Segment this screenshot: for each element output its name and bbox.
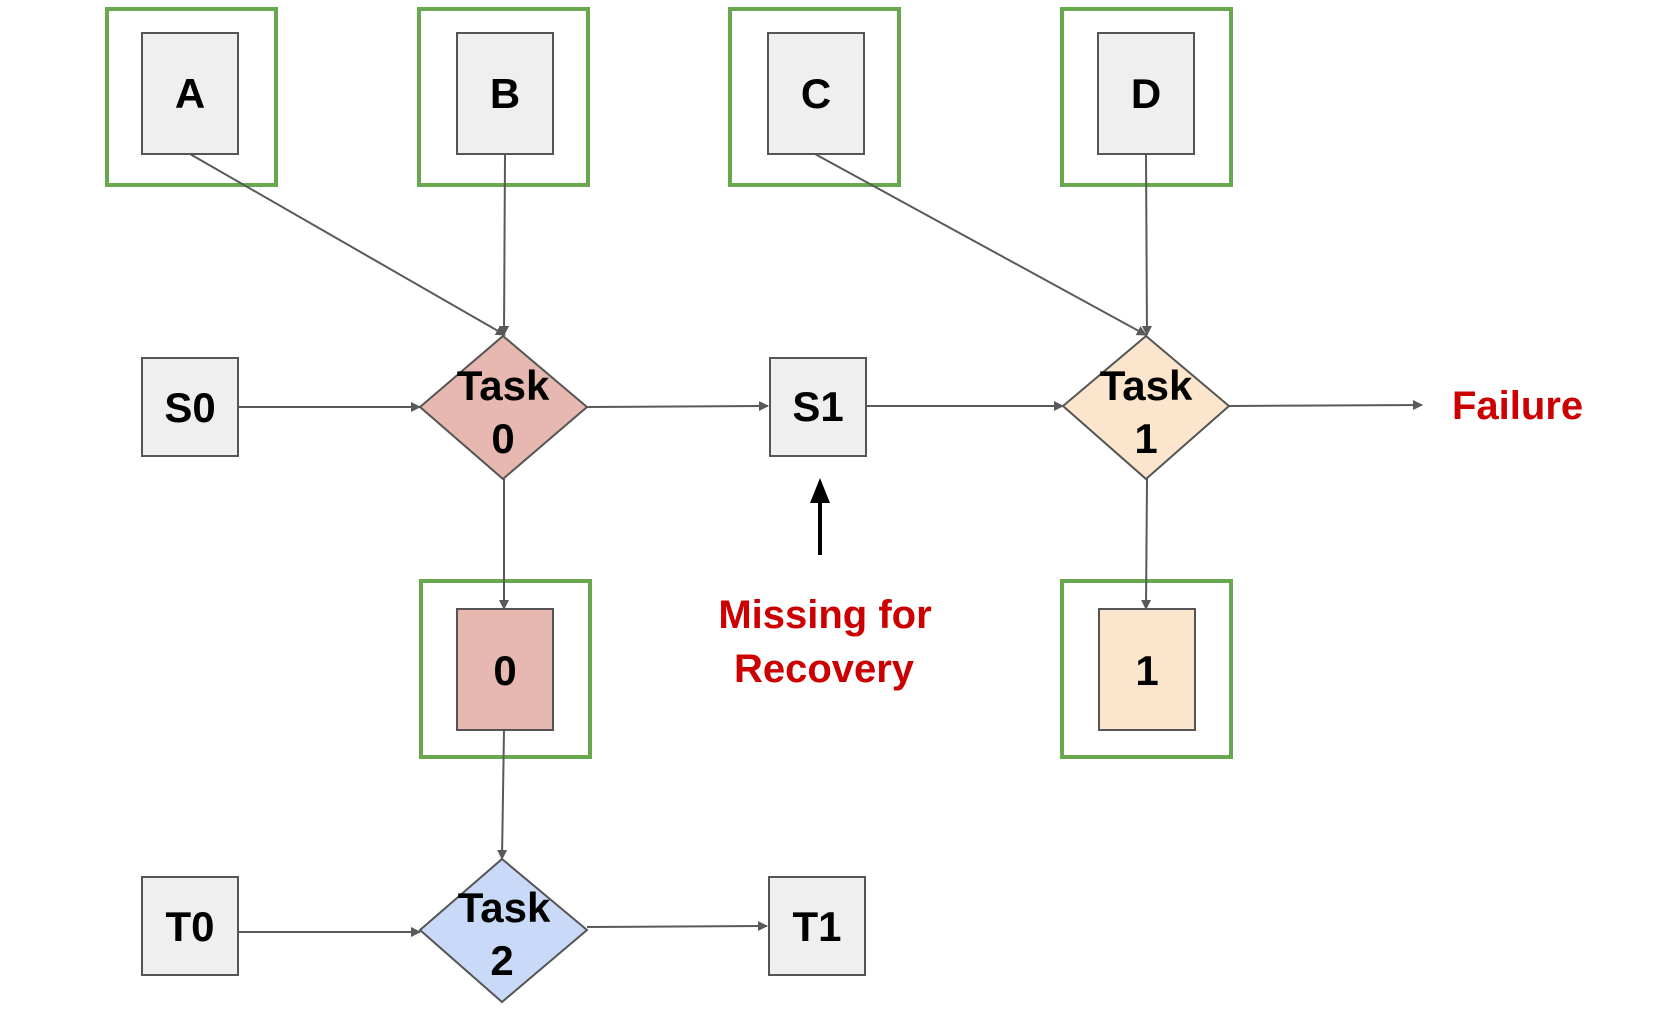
edge-task1-failure xyxy=(1228,400,1423,411)
label-c: C xyxy=(801,70,831,117)
task2-line2: 2 xyxy=(490,937,513,984)
failure-label: Failure xyxy=(1452,384,1583,428)
edge-task1-out1 xyxy=(1141,478,1152,610)
task2-line1: Task xyxy=(458,884,551,931)
label-t1: T1 xyxy=(792,903,841,950)
recovery-arrow xyxy=(810,478,830,555)
label-d: D xyxy=(1131,70,1161,117)
box-b xyxy=(456,32,554,155)
box-out1 xyxy=(1098,608,1196,731)
missing-for-recovery-line2: Recovery xyxy=(734,647,915,691)
edge-b-task0 xyxy=(499,153,510,336)
edge-c-task1 xyxy=(814,153,1147,336)
task1-line1: Task xyxy=(1100,362,1193,409)
node-labels: A B C D S0 S1 T0 T1 0 1 Task 0 Task 1 Ta… xyxy=(164,70,1193,984)
box-d xyxy=(1097,32,1195,155)
box-s1 xyxy=(769,357,867,457)
diamond-task2 xyxy=(418,857,589,1004)
box-t0 xyxy=(141,876,239,976)
frame-a xyxy=(105,7,278,187)
frame-c xyxy=(728,7,901,187)
diamond-task0 xyxy=(418,334,589,481)
task1-line2: 1 xyxy=(1134,415,1157,462)
edge-a-task0 xyxy=(189,153,506,336)
task0-line1: Task xyxy=(457,362,550,409)
recovery-arrow-head xyxy=(810,478,830,503)
label-out1: 1 xyxy=(1135,647,1158,694)
box-c xyxy=(767,32,865,155)
edge-task0-s1 xyxy=(586,401,769,412)
box-out0 xyxy=(456,608,554,731)
green-frames xyxy=(105,7,1233,759)
label-s0: S0 xyxy=(164,384,215,431)
diamond-task1 xyxy=(1061,334,1231,481)
task0-line2: 0 xyxy=(491,415,514,462)
edges xyxy=(189,153,1423,937)
label-out0: 0 xyxy=(493,647,516,694)
box-t1 xyxy=(768,876,866,976)
edge-d-task1 xyxy=(1141,153,1152,336)
edge-task2-t1 xyxy=(586,921,768,932)
frame-b xyxy=(417,7,590,187)
frame-out0 xyxy=(419,579,592,759)
annotations: Failure Missing for Recovery xyxy=(718,384,1583,691)
label-b: B xyxy=(490,70,520,117)
label-s1: S1 xyxy=(792,383,843,430)
gray-boxes xyxy=(141,32,1196,976)
label-t0: T0 xyxy=(165,903,214,950)
box-a xyxy=(141,32,239,155)
task-diamonds xyxy=(418,334,1231,1004)
missing-for-recovery-line1: Missing for xyxy=(718,593,931,637)
box-s0 xyxy=(141,357,239,457)
edge-out0-task2 xyxy=(497,729,508,860)
label-a: A xyxy=(175,70,205,117)
